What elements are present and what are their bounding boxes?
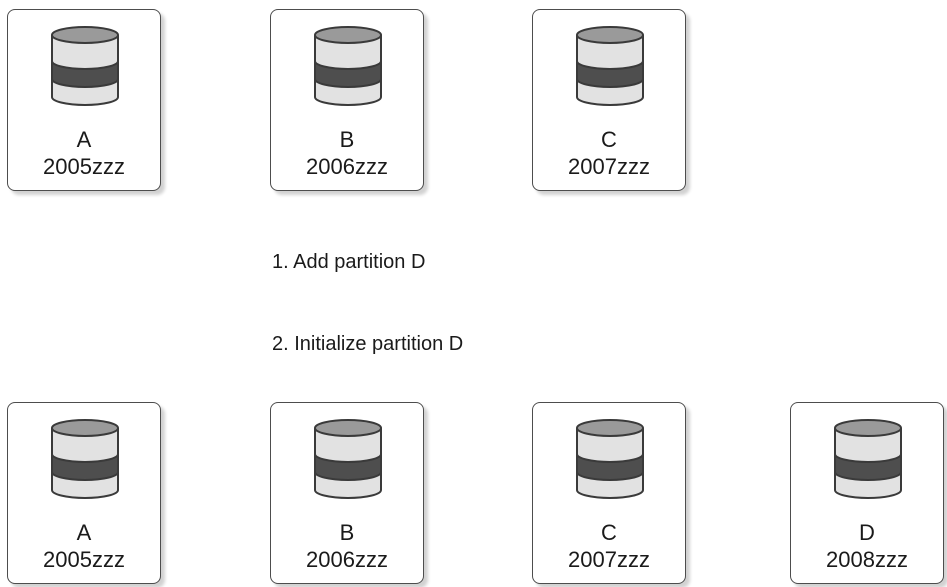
partition-box-b-after: B 2006zzz [270,402,424,584]
database-icon [51,26,119,106]
partition-name: B [339,520,355,545]
partition-label: 2008zzz [826,547,908,572]
partition-name: D [859,520,875,545]
partition-name: C [601,520,617,545]
partition-label: 2006zzz [306,154,388,179]
partition-name: A [76,127,92,152]
database-icon [576,419,644,499]
partition-box-d-after: D 2008zzz [790,402,944,584]
partition-box-c-after: C 2007zzz [532,402,686,584]
database-icon [576,26,644,106]
database-icon [314,26,382,106]
partition-name: A [76,520,92,545]
database-icon [314,419,382,499]
partition-box-b-before: B 2006zzz [270,9,424,191]
partition-box-a-before: A 2005zzz [7,9,161,191]
partition-box-c-before: C 2007zzz [532,9,686,191]
step-add-partition: 1. Add partition D [272,251,426,273]
partition-label: 2007zzz [568,154,650,179]
partition-label: 2005zzz [43,547,125,572]
partition-label: 2005zzz [43,154,125,179]
database-icon [834,419,902,499]
partition-box-a-after: A 2005zzz [7,402,161,584]
database-icon [51,419,119,499]
step-initialize-partition: 2. Initialize partition D [272,333,464,355]
partition-name: C [601,127,617,152]
partition-label: 2007zzz [568,547,650,572]
partition-name: B [339,127,355,152]
partition-label: 2006zzz [306,547,388,572]
